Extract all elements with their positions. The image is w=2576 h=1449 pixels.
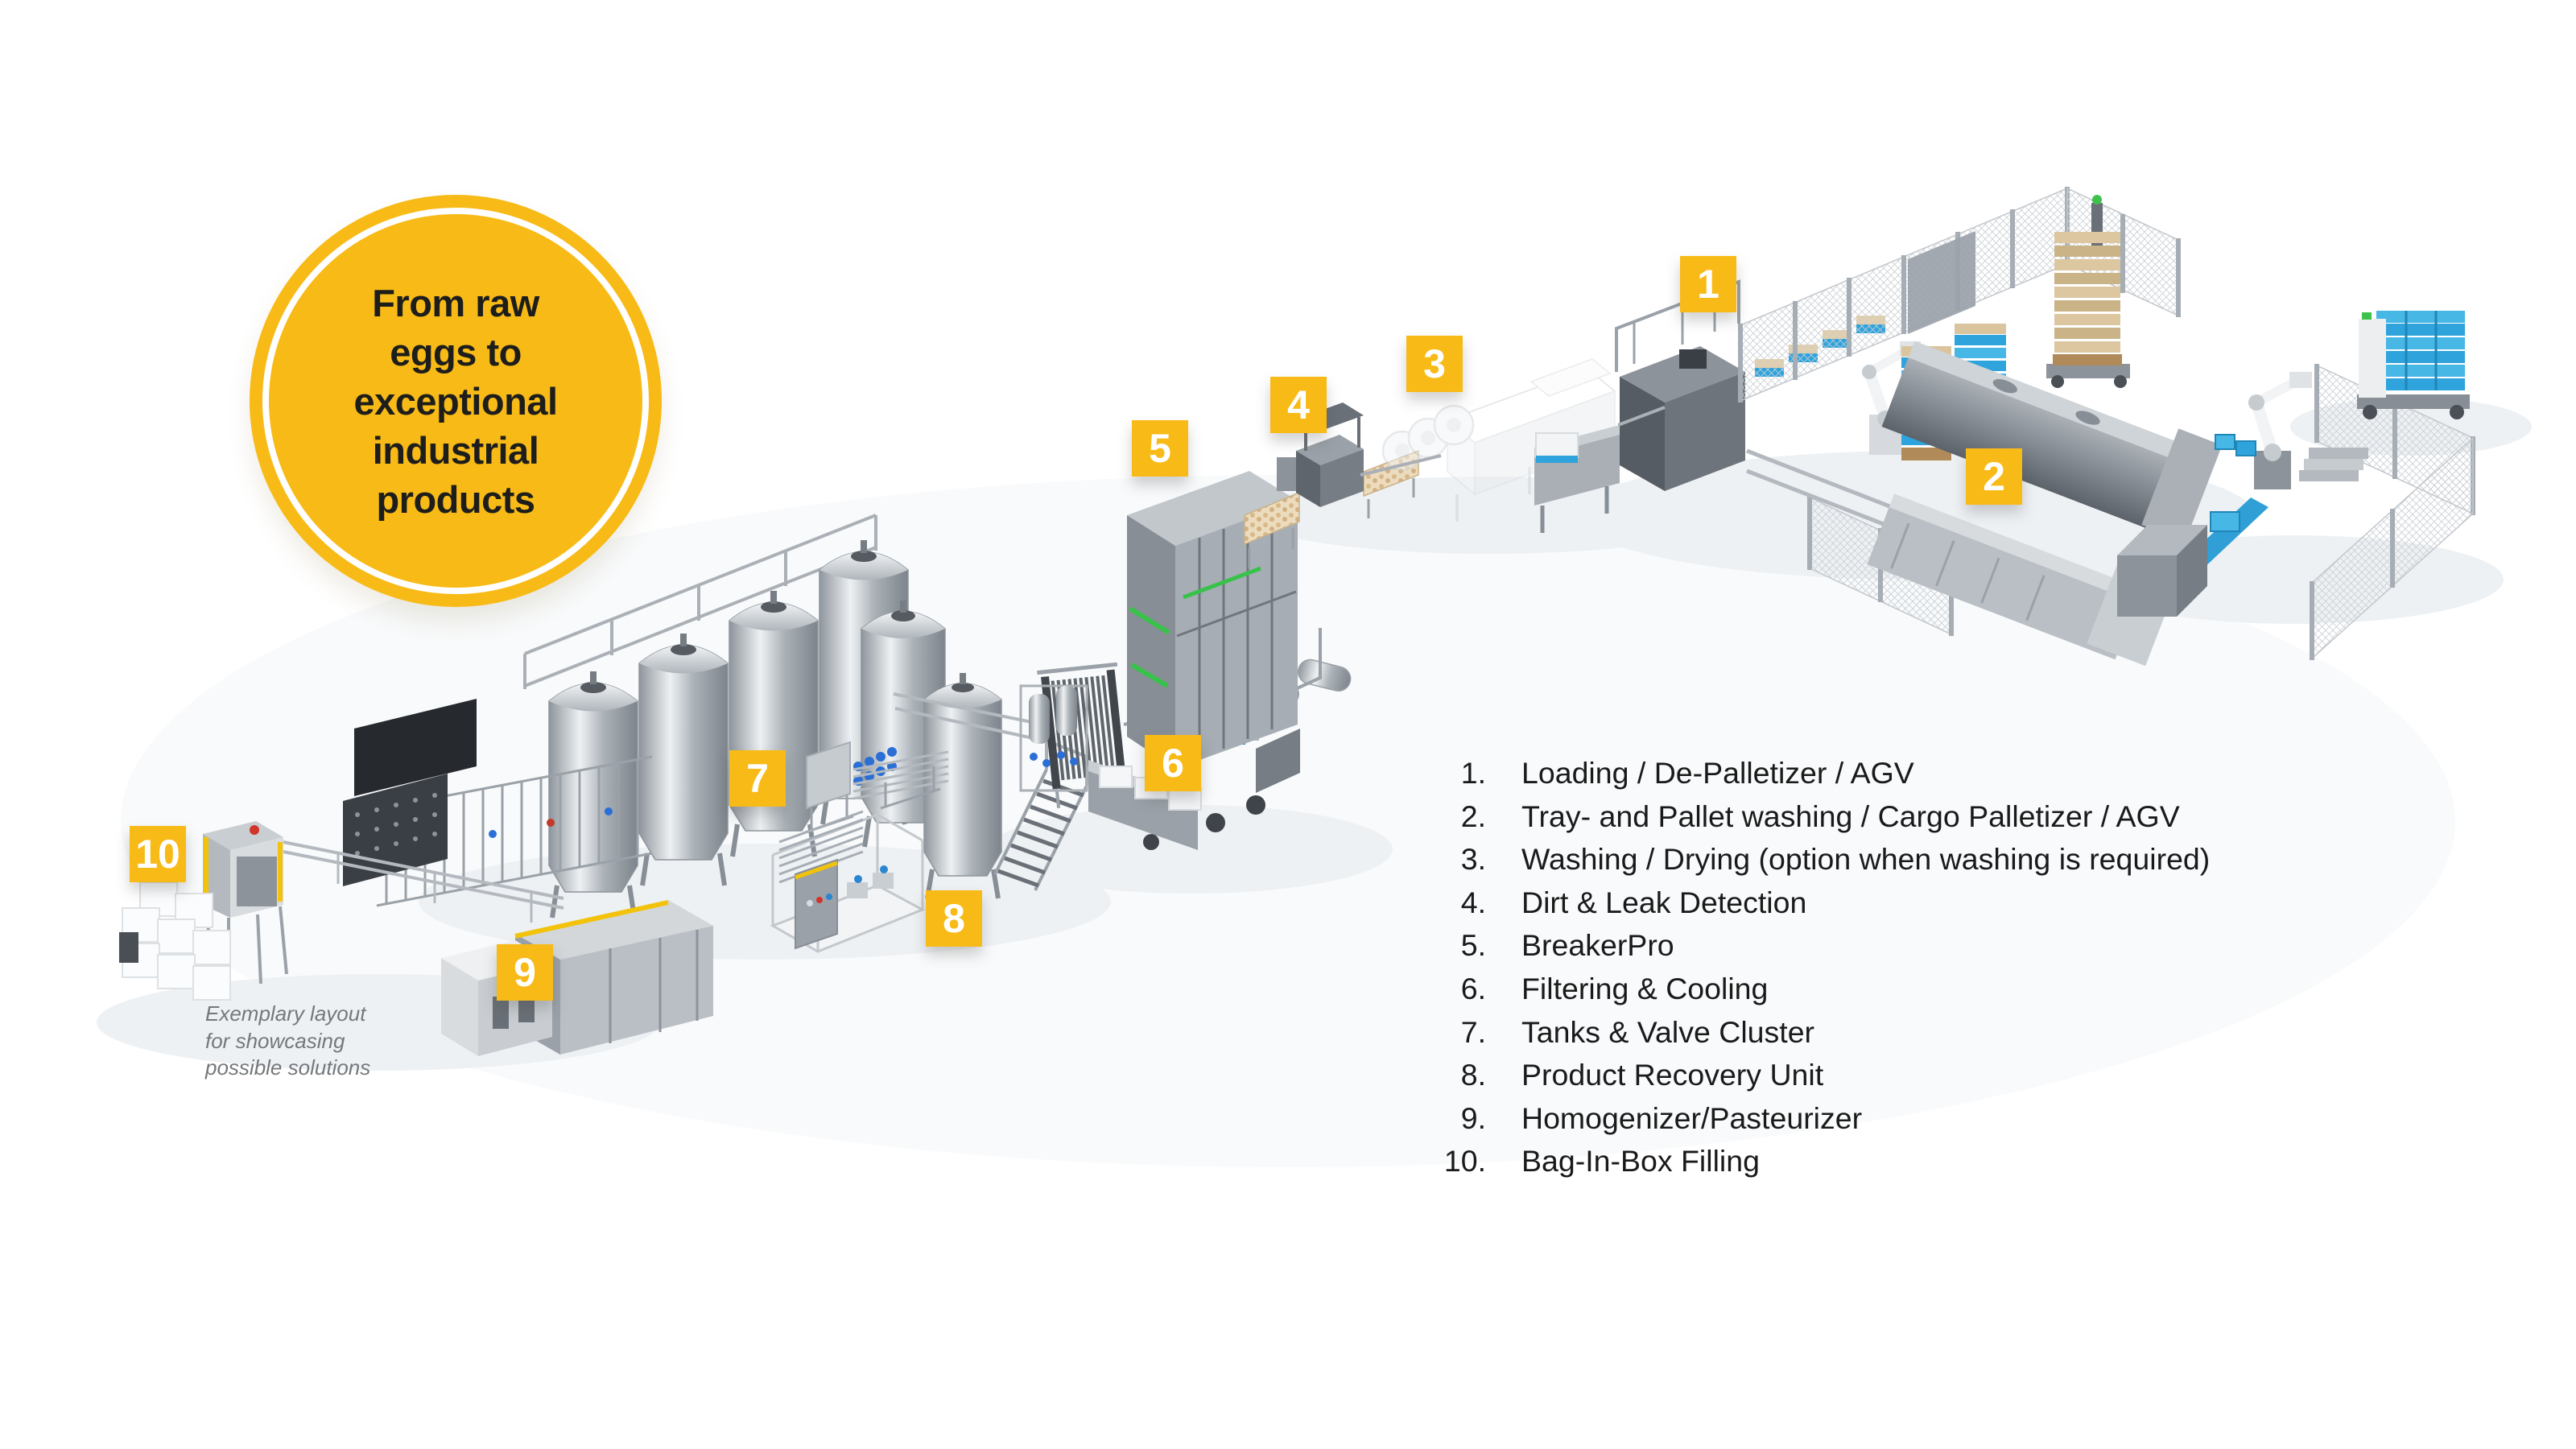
legend: 1. Loading / De-Palletizer / AGV 2. Tray- a…	[1441, 752, 2210, 1183]
storage-tank	[548, 671, 638, 919]
legend-item-1: 1. Loading / De-Palletizer / AGV	[1441, 752, 2210, 795]
canister	[119, 932, 138, 963]
legend-item-5: 5. BreakerPro	[1441, 924, 2210, 968]
legend-item-label: Dirt & Leak Detection	[1521, 885, 1807, 919]
machine-badge-4: 4	[1270, 377, 1327, 433]
box-conveyor-rails	[283, 840, 564, 923]
legend-item-number: 2.	[1460, 799, 1486, 833]
legend-item-label: Homogenizer/Pasteurizer	[1521, 1100, 1863, 1135]
breaker-pro	[1019, 471, 1300, 850]
legend-item-number: 3.	[1460, 842, 1486, 877]
control-screen-panel	[354, 699, 477, 796]
cip-unit	[1019, 684, 1088, 792]
tanks-and-valve-cluster	[523, 514, 1088, 919]
legend-item-number: 8.	[1460, 1058, 1486, 1092]
legend-item-7: 7. Tanks & Valve Cluster	[1441, 1011, 2210, 1055]
legend-item-number: 7.	[1460, 1014, 1486, 1049]
machine-badge-3: 3	[1406, 336, 1463, 392]
empty-pallet-stack	[2299, 448, 2368, 481]
legend-item-number: 1.	[1460, 756, 1486, 790]
bag-in-box-filling	[119, 821, 564, 1001]
legend-item-label: BreakerPro	[1521, 928, 1674, 963]
hero-circle-text: From raw eggs to exceptional industrial …	[353, 281, 558, 521]
legend-item-label: Washing / Drying (option when washing is…	[1521, 842, 2211, 877]
legend-item-number: 4.	[1460, 885, 1486, 919]
fence-door-panel	[1908, 231, 1975, 334]
filled-box-stack	[119, 881, 231, 1001]
hero-circle: From raw eggs to exceptional industrial …	[250, 195, 662, 607]
agv-with-blue-crates	[2357, 311, 2470, 419]
legend-item-number: 5.	[1460, 928, 1486, 963]
agv-with-tan-tray-pallet	[2046, 195, 2130, 388]
legend-item-label: Tray- and Pallet washing / Cargo Palleti…	[1521, 799, 2180, 833]
safety-mesh-fencing	[1738, 187, 2475, 660]
legend-item-label: Product Recovery Unit	[1521, 1058, 1824, 1092]
crate-conveyor-blue	[2117, 497, 2268, 617]
machine-badge-5: 5	[1132, 420, 1188, 477]
storage-tank	[923, 673, 1002, 899]
legend-item-3: 3. Washing / Drying (option when washing …	[1441, 838, 2211, 881]
machine-badge-6: 6	[1145, 735, 1201, 791]
machine-badge-7: 7	[729, 750, 786, 807]
legend-item-number: 6.	[1460, 971, 1486, 1005]
legend-item-number: 10.	[1443, 1144, 1486, 1179]
loader-depalletizer	[1360, 279, 1885, 533]
washer-dryer-option	[1381, 358, 1616, 522]
valve-cluster-skid	[804, 741, 949, 834]
machine-badge-9: 9	[497, 944, 553, 1001]
legend-item-2: 2. Tray- and Pallet washing / Cargo Palle…	[1441, 795, 2210, 839]
cargo-palletizer-robot	[2215, 372, 2312, 489]
legend-item-8: 8. Product Recovery Unit	[1441, 1054, 2210, 1097]
legend-item-9: 9. Homogenizer/Pasteurizer	[1441, 1097, 2210, 1141]
storage-tank	[638, 634, 729, 886]
storage-tank	[729, 591, 819, 857]
legend-item-label: Bag-In-Box Filling	[1521, 1144, 1760, 1179]
tank-platform-railing	[523, 514, 877, 689]
legend-item-6: 6. Filtering & Cooling	[1441, 968, 2210, 1011]
legend-item-10: 10. Bag-In-Box Filling	[1441, 1140, 2210, 1183]
breaker-machine-body	[1127, 471, 1300, 832]
machine-badge-1: 1	[1680, 256, 1736, 312]
machine-badge-10: 10	[130, 826, 186, 882]
legend-item-label: Loading / De-Palletizer / AGV	[1521, 756, 1914, 790]
legend-item-4: 4. Dirt & Leak Detection	[1441, 881, 2210, 925]
loader-platform	[1534, 425, 1620, 533]
legend-item-label: Filtering & Cooling	[1521, 971, 1769, 1005]
disclaimer-note: Exemplary layout for showcasing possible…	[205, 1001, 371, 1080]
process-pipes	[893, 692, 1044, 741]
legend-item-number: 9.	[1460, 1100, 1486, 1135]
product-recovery-unit	[770, 810, 926, 953]
tray-washer-tunnel	[1881, 341, 2223, 542]
legend-item-label: Tanks & Valve Cluster	[1521, 1014, 1815, 1049]
machine-badge-8: 8	[926, 890, 982, 947]
tray-conveyor	[1746, 448, 1893, 530]
machine-badge-2: 2	[1966, 448, 2022, 505]
